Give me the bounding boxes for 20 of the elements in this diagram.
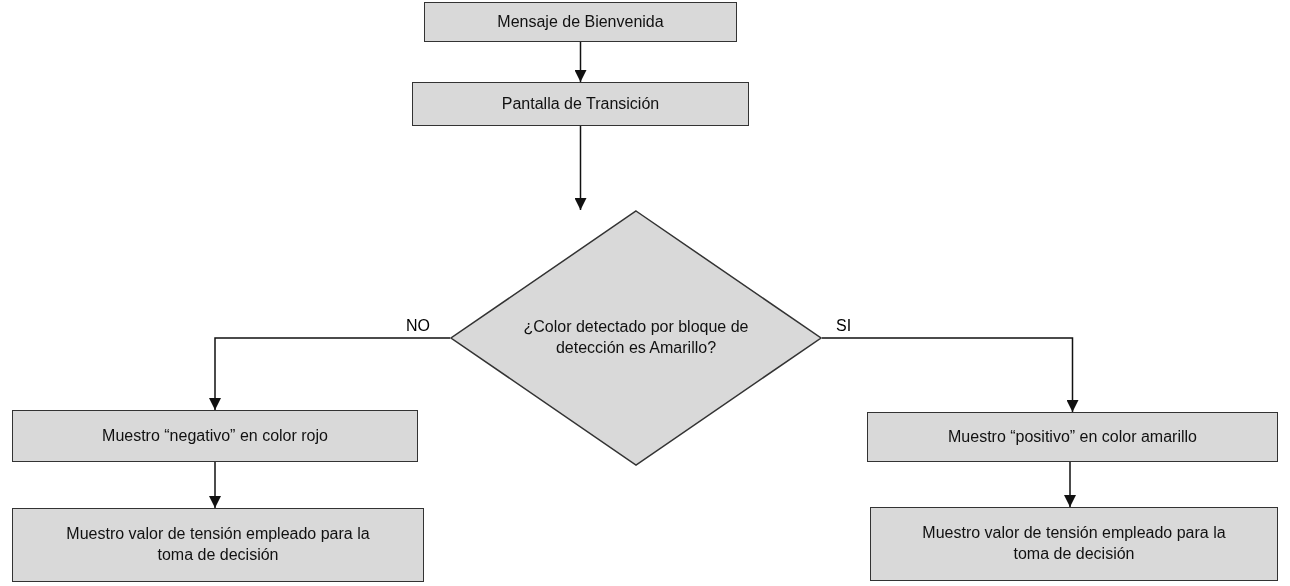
node-text: Muestro valor de tensión empleado para la toma de decisión — [65, 524, 371, 565]
node-text: ¿Color detectado por bloque de detección es Amarillo? — [522, 317, 750, 358]
arrow — [821, 337, 1079, 413]
process-box — [412, 82, 749, 126]
process-box — [12, 410, 418, 462]
node-text: Mensaje de Bienvenida — [497, 11, 664, 32]
process-box — [870, 507, 1278, 581]
arrow — [574, 41, 587, 83]
process-box — [424, 2, 737, 42]
node-text: Pantalla de Transición — [501, 93, 660, 114]
process-box — [12, 508, 424, 582]
arrow — [1064, 461, 1076, 508]
arrow — [209, 337, 451, 411]
arrow — [574, 125, 587, 211]
node-text: Muestro valor de tensión empleado para la toma de decisión — [921, 523, 1227, 564]
node-text: Muestro “negativo” en color rojo — [102, 425, 328, 446]
arrow — [209, 461, 221, 509]
node-text: Muestro “positivo” en color amarillo — [948, 426, 1197, 447]
decision-diamond — [450, 210, 822, 466]
process-box — [867, 412, 1278, 462]
